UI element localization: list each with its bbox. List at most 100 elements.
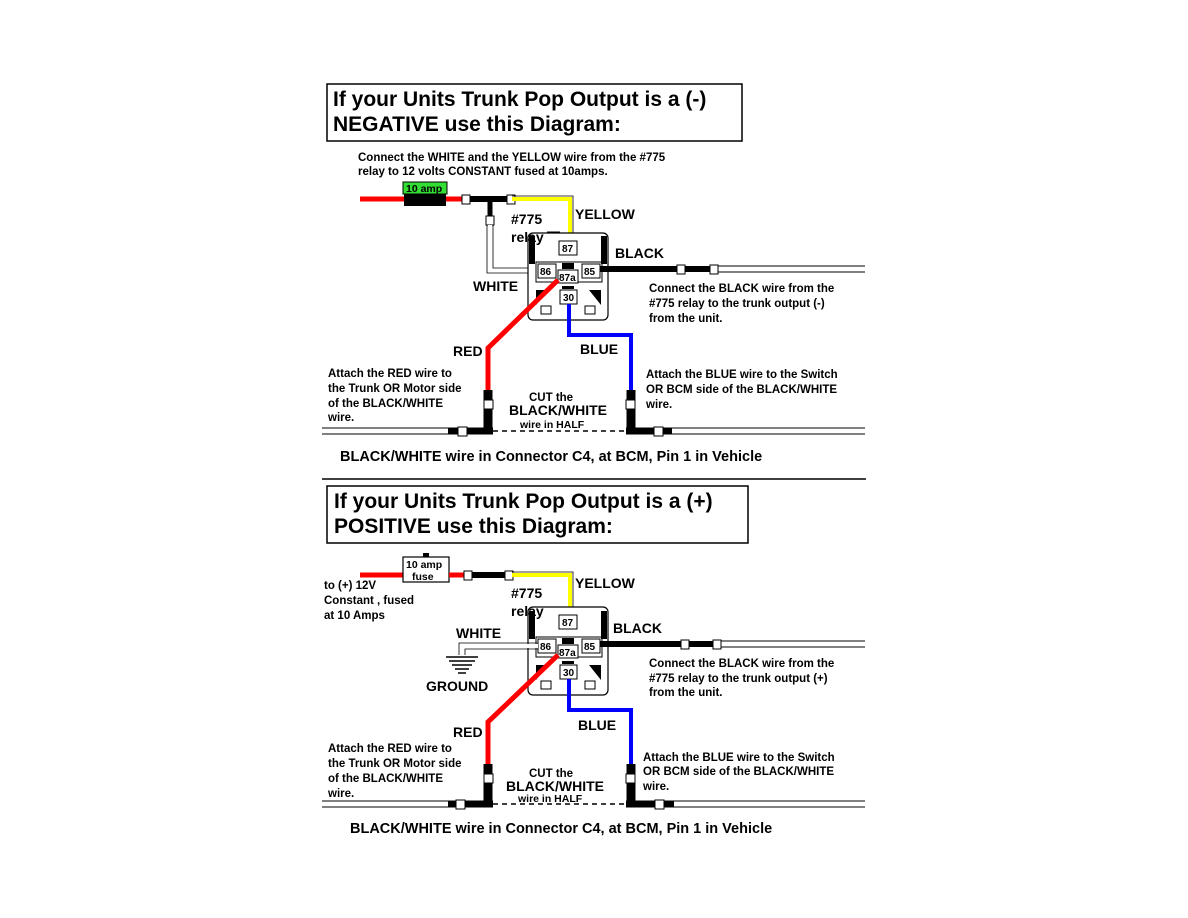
pin-30-label: 30 [563, 668, 575, 679]
relay-pin-86 [537, 263, 557, 279]
connector [483, 773, 494, 784]
label-white: WHITE [456, 625, 501, 641]
positive-title-line1: If your Units Trunk Pop Output is a (+) [334, 490, 713, 513]
pin-85-label: 85 [584, 267, 596, 278]
relay-word: relay [511, 229, 544, 245]
fuse-green-label [402, 181, 448, 195]
relay-pin-87 [558, 614, 578, 630]
cut-line1: CUT the [529, 392, 573, 404]
label-blue: BLUE [580, 341, 618, 357]
fuse-line1: 10 amp [406, 559, 442, 571]
power-note-line3: at 10 Amps [324, 610, 385, 622]
label-ground: GROUND [426, 678, 488, 694]
connector [680, 639, 690, 650]
connector [676, 264, 686, 275]
label-yellow: YELLOW [575, 206, 636, 222]
label-red: RED [453, 343, 483, 359]
relay-center-mark [562, 638, 574, 644]
relay-pin-87a [557, 644, 579, 659]
red-note-line4: wire. [327, 788, 354, 800]
yellow-wire-outline [512, 195, 574, 242]
pin-86-label: 86 [540, 642, 552, 653]
relay-30-bar [562, 661, 574, 664]
fuse-line2: fuse [412, 571, 434, 583]
red-note-line1: Attach the RED wire to [328, 368, 452, 380]
connector [483, 399, 494, 410]
blue-note-line2: OR BCM side of the BLACK/WHITE [646, 384, 837, 396]
power-note-line1: to (+) 12V [324, 580, 376, 592]
relay-center-mark [562, 263, 574, 269]
relay-30-bar [562, 286, 574, 289]
negative-title-line2: NEGATIVE use this Diagram: [333, 113, 621, 136]
relay-tab [540, 305, 552, 315]
relay-tab [589, 290, 601, 305]
blue-wire [567, 679, 633, 772]
power-note-line2: Constant , fused [324, 595, 414, 607]
white-wire-outline-b [492, 225, 538, 269]
black-note-line2: #775 relay to the trunk output (+) [649, 673, 828, 685]
yellow-wire [512, 197, 572, 242]
relay-tab [584, 305, 596, 315]
negative-title-box [326, 83, 743, 142]
blue-note-line3: wire. [645, 399, 672, 411]
fuse-body [404, 192, 446, 206]
label-black: BLACK [613, 620, 662, 636]
red-note-line3: of the BLACK/WHITE [328, 398, 443, 410]
red-note-line1: Attach the RED wire to [328, 743, 452, 755]
yellow-wire [512, 573, 572, 615]
relay-pin-87a [557, 269, 579, 284]
connector [625, 399, 636, 410]
connector [485, 215, 495, 226]
negative-footer: BLACK/WHITE wire in Connector C4, at BCM… [340, 449, 762, 465]
fuse-cap [423, 553, 429, 557]
blue-note-line3: wire. [642, 781, 669, 793]
cut-line3: wire in HALF [519, 419, 585, 431]
red-note-line3: of the BLACK/WHITE [328, 773, 443, 785]
label-white: WHITE [473, 278, 518, 294]
relay-tab [584, 680, 596, 690]
pin-87-label: 87 [562, 618, 574, 629]
negative-instruction-line2: relay to 12 volts CONSTANT fused at 10am… [358, 166, 608, 178]
black-note-line3: from the unit. [649, 687, 722, 699]
connector [504, 570, 514, 581]
cut-line2: BLACK/WHITE [506, 778, 604, 794]
black-note-line3: from the unit. [649, 313, 722, 325]
red-wire [485, 278, 560, 398]
label-yellow: YELLOW [575, 575, 636, 591]
relay-number: #775 [511, 211, 542, 227]
relay-tab [540, 680, 552, 690]
relay-word: relay [511, 603, 544, 619]
relay-tab [529, 611, 535, 639]
positive-footer: BLACK/WHITE wire in Connector C4, at BCM… [350, 821, 772, 837]
blue-note-line1: Attach the BLUE wire to the Switch [646, 369, 838, 381]
connector [653, 426, 664, 437]
relay-pin-87 [558, 240, 578, 256]
red-note-line4: wire. [327, 412, 354, 424]
negative-instruction-line1: Connect the WHITE and the YELLOW wire fr… [358, 152, 666, 164]
blue-wire [567, 304, 633, 398]
connector [654, 799, 665, 810]
white-wire-outline-b [464, 648, 538, 655]
fuse-label: 10 amp [406, 183, 442, 195]
pin-30-label: 30 [563, 293, 575, 304]
positive-title-box [326, 485, 749, 544]
white-wire [488, 225, 538, 273]
connector [709, 264, 719, 275]
pin-87-label: 87 [562, 244, 574, 255]
pin-86-label: 86 [540, 267, 552, 278]
black-note-line1: Connect the BLACK wire from the [649, 283, 834, 295]
connector [625, 773, 636, 784]
ground-symbol-icon [446, 656, 478, 674]
red-wire [485, 653, 560, 772]
relay-number: #775 [511, 585, 542, 601]
pin-87a-label: 87a [559, 273, 576, 284]
connector [712, 639, 722, 650]
cut-line3: wire in HALF [517, 793, 583, 805]
label-black: BLACK [615, 245, 664, 261]
yellow-wire-outline [512, 571, 574, 615]
blue-note-line2: OR BCM side of the BLACK/WHITE [643, 766, 834, 778]
red-note-line2: the Trunk OR Motor side [328, 758, 462, 770]
label-red: RED [453, 724, 483, 740]
relay-tab [601, 611, 607, 639]
